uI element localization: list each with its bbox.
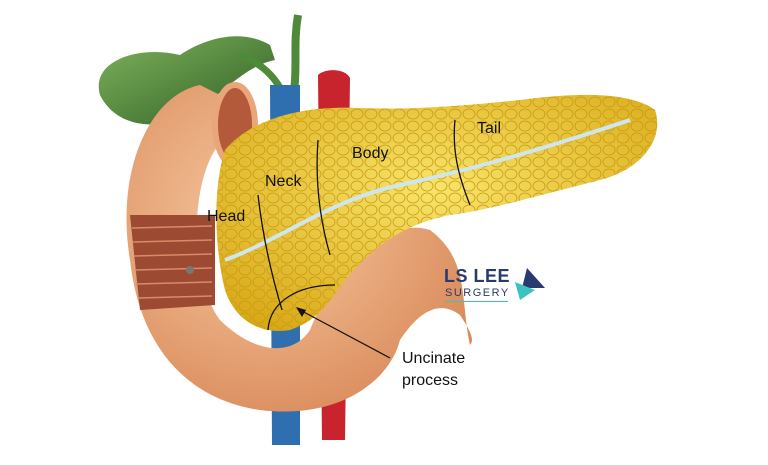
- logo-line2: SURGERY: [445, 287, 510, 299]
- ls-lee-surgery-logo: LS LEE SURGERY: [444, 266, 554, 306]
- pancreatic-duct: [224, 118, 631, 262]
- duodenum-cutaway: [130, 215, 215, 310]
- label-head: Head: [207, 208, 246, 225]
- logo-line1: LS LEE: [444, 266, 511, 286]
- gallbladder: [98, 36, 276, 125]
- uncinate-arrow: [299, 309, 391, 359]
- logo-mark: [515, 268, 545, 300]
- label-neck: Neck: [265, 173, 302, 190]
- logo-underline: [445, 301, 508, 302]
- label-body: Body: [352, 145, 389, 162]
- label-process: process: [402, 372, 459, 389]
- label-tail: Tail: [477, 120, 502, 137]
- label-uncinate: Uncinate: [402, 350, 466, 367]
- duodenum: [126, 85, 472, 412]
